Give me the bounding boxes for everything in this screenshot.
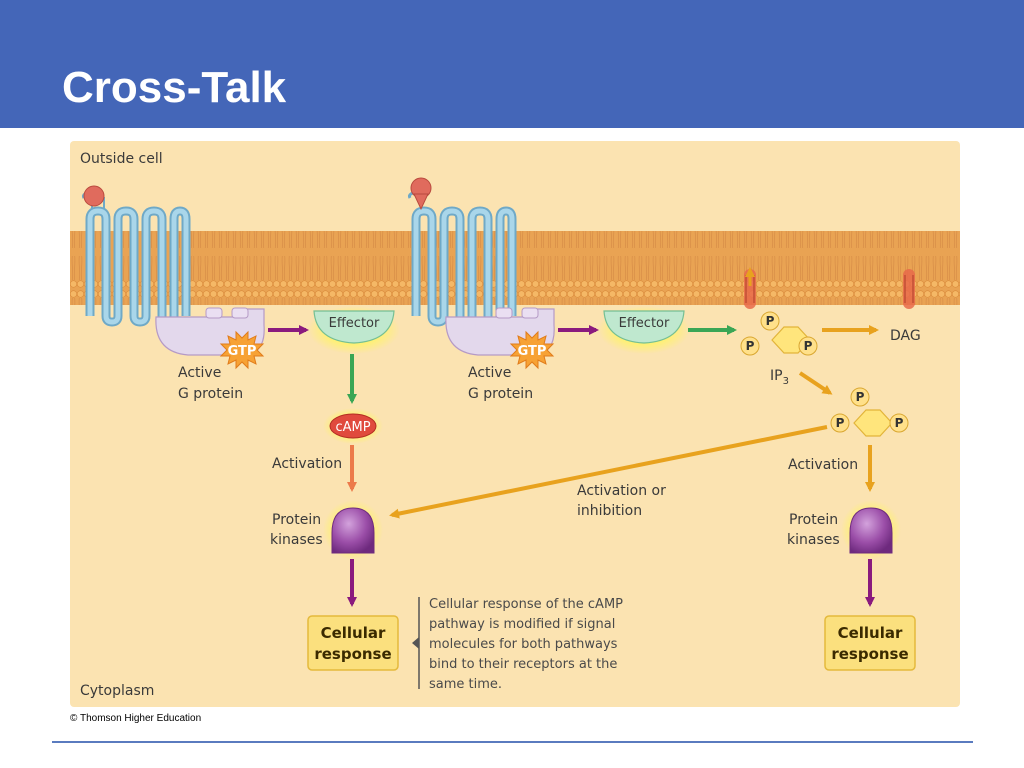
outside-cell-label: Outside cell [80, 151, 163, 167]
dag-label: DAG [890, 328, 921, 344]
phosphate-p6: P [889, 413, 909, 433]
protein-kinase-right [841, 500, 901, 560]
note-line: Cellular response of the cAMP [429, 597, 623, 612]
arrow-ip3-diffuse [798, 371, 833, 395]
g-protein-left-label-2: G protein [178, 386, 243, 402]
cross-talk-diagram: Outside cell Cytoplasm GTP Active G prot… [70, 151, 960, 699]
phosphate-label: P [804, 339, 813, 353]
diagram-panel: Outside cell Cytoplasm GTP Active G prot… [70, 141, 960, 707]
phosphate-label: P [746, 339, 755, 353]
effector-right: Effector [598, 306, 690, 354]
note-line: bind to their receptors at the [429, 657, 617, 672]
response-left-label-2: response [314, 645, 391, 663]
response-right-label-2: response [831, 645, 908, 663]
kinase-right-label-2: kinases [787, 532, 840, 548]
cellular-response-right: Cellular response [824, 615, 916, 671]
protein-kinase-left [323, 500, 383, 560]
phosphate-p4: P [850, 387, 870, 407]
note-line: pathway is modified if signal [429, 617, 615, 632]
phosphate-p3: P [798, 336, 818, 356]
activation-right-label: Activation [788, 457, 858, 473]
phosphate-label: P [895, 416, 904, 430]
kinase-left-label-2: kinases [270, 532, 323, 548]
kinase-right-label-1: Protein [789, 512, 838, 528]
crosstalk-label-1: Activation or [577, 483, 666, 499]
activation-left-label: Activation [272, 456, 342, 472]
phosphate-label: P [766, 314, 775, 328]
gtp-label-right: GTP [518, 344, 547, 359]
copyright-notice: © Thomson Higher Education [70, 713, 202, 724]
effector-right-label: Effector [619, 316, 670, 331]
slide-title: Cross-Talk [62, 63, 287, 112]
g-protein-right-label-2: G protein [468, 386, 533, 402]
signal-molecule-left [83, 185, 105, 207]
signal-molecule-right [410, 177, 432, 211]
phosphate-p1: P [760, 311, 780, 331]
note-callout: Cellular response of the cAMP pathway is… [412, 597, 623, 692]
effector-left-label: Effector [329, 316, 380, 331]
arrow-crosstalk [389, 425, 828, 519]
cellular-response-left: Cellular response [307, 615, 399, 671]
response-left-label-1: Cellular [321, 624, 386, 642]
phosphate-label: P [856, 390, 865, 404]
cytoplasm-label: Cytoplasm [80, 683, 154, 699]
lipid-tails-ip3 [744, 269, 756, 309]
camp-molecule: cAMP [323, 408, 383, 444]
phosphate-label: P [836, 416, 845, 430]
ip3-molecule-2: P P P [830, 387, 909, 437]
crosstalk-label-2: inhibition [577, 503, 642, 519]
footer-rule [52, 741, 973, 743]
ip3-molecule: P P P [740, 311, 818, 356]
kinase-left-label-1: Protein [272, 512, 321, 528]
camp-label: cAMP [335, 420, 370, 435]
note-line: molecules for both pathways [429, 637, 618, 652]
g-protein-left-label-1: Active [178, 365, 221, 381]
note-line: same time. [429, 677, 502, 692]
phosphate-p2: P [740, 336, 760, 356]
title-bar: Cross-Talk [0, 0, 1024, 128]
effector-left: Effector [308, 306, 400, 354]
phosphate-p5: P [830, 413, 850, 433]
g-protein-right-label-1: Active [468, 365, 511, 381]
ip3-label: IP3 [770, 368, 789, 387]
dag-tails [903, 269, 915, 309]
response-right-label-1: Cellular [838, 624, 903, 642]
gtp-burst-right: GTP [509, 330, 555, 370]
gtp-label-left: GTP [228, 344, 257, 359]
gtp-burst-left: GTP [219, 330, 265, 370]
